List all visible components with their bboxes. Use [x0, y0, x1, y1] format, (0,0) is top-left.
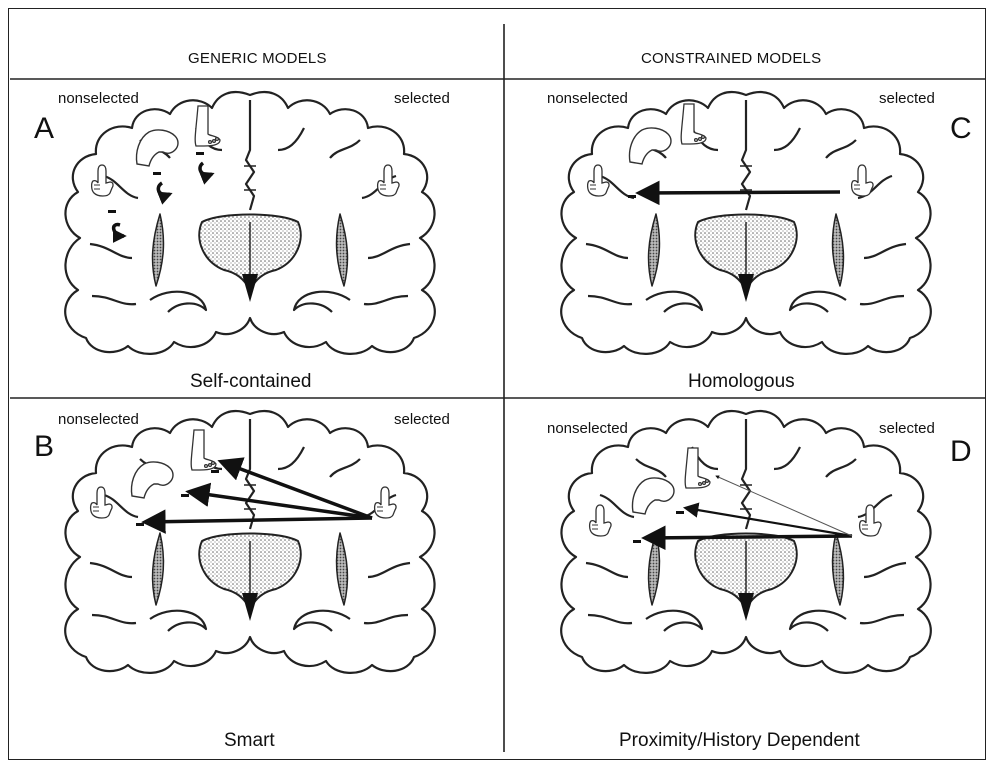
hand-icon	[92, 165, 113, 196]
self-inhibit-arrow	[114, 225, 124, 236]
inhibition-arrow	[190, 492, 372, 518]
hand-icon	[375, 487, 396, 518]
foot-icon	[685, 448, 710, 488]
inhibition-arrow	[146, 518, 372, 522]
hand-icon	[91, 487, 112, 518]
leg-icon	[137, 130, 179, 166]
panel-d-brain	[561, 411, 931, 673]
hand-icon	[860, 505, 881, 536]
self-inhibit-arrow	[200, 163, 212, 175]
leg-icon	[132, 462, 174, 498]
panel-c-brain	[561, 92, 931, 354]
hand-icon	[588, 165, 609, 196]
foot-icon	[681, 104, 706, 144]
inhibition-arrow	[646, 536, 852, 538]
panel-d-icons	[590, 448, 881, 543]
hand-icon	[852, 165, 873, 196]
inhibition-arrow	[686, 508, 852, 536]
self-inhibit-arrow	[158, 183, 170, 195]
panel-b-icons	[91, 430, 396, 526]
foot-icon	[191, 430, 216, 470]
hand-icon	[378, 165, 399, 196]
panel-a-brain	[65, 92, 435, 354]
inhibition-arrow	[716, 476, 852, 536]
leg-icon	[633, 478, 675, 514]
foot-icon	[195, 106, 220, 146]
leg-icon	[630, 128, 672, 164]
panel-b-brain	[65, 411, 435, 673]
hand-icon	[590, 505, 611, 536]
inhibition-arrow	[640, 192, 840, 193]
